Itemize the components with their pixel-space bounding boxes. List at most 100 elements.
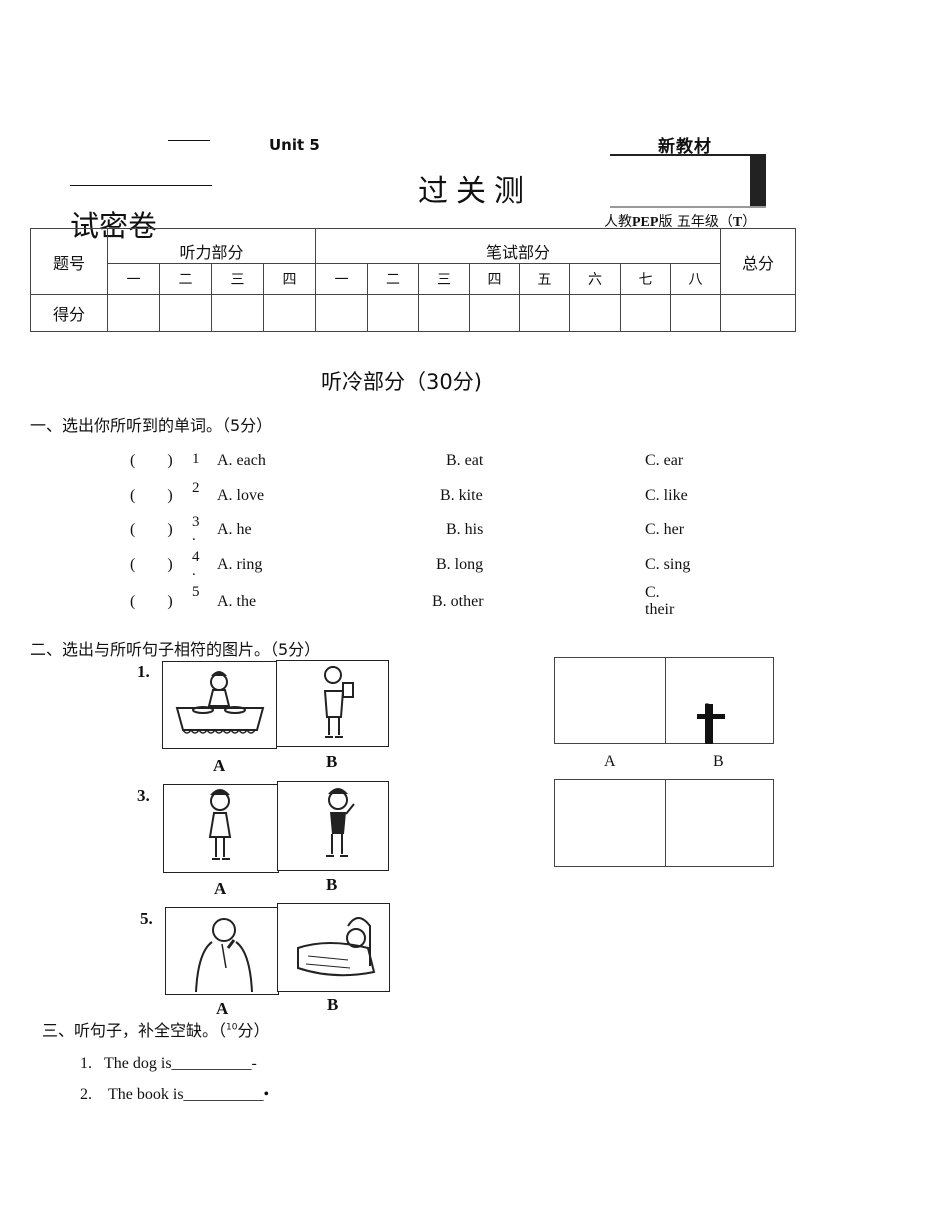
option-a: A. each bbox=[217, 452, 266, 469]
child-sleeping-icon bbox=[297, 917, 376, 977]
option-c: C. sing bbox=[645, 556, 691, 573]
question-row: ( ) 1 A. each B. eat C. ear bbox=[130, 452, 830, 474]
listening-col: 四 bbox=[263, 263, 316, 295]
picture-label-b: B bbox=[326, 875, 338, 894]
writing-col: 一 bbox=[315, 263, 368, 295]
picture-label-a: A bbox=[214, 879, 227, 898]
option-a: A. the bbox=[217, 593, 257, 610]
picture-option-a[interactable] bbox=[162, 661, 277, 749]
score-cell[interactable] bbox=[569, 294, 621, 332]
question-row: ( ) 2 A. love B. kite C. like bbox=[130, 481, 830, 509]
fill-blank-text: The book is__________• bbox=[108, 1086, 270, 1103]
score-cell[interactable] bbox=[263, 294, 316, 332]
picture-group-number: 5. bbox=[140, 909, 153, 928]
option-b: B. his bbox=[446, 521, 484, 538]
score-cell[interactable] bbox=[469, 294, 520, 332]
writing-col: 七 bbox=[620, 263, 671, 295]
picture-label-a: A bbox=[213, 756, 226, 775]
picture-box-divider bbox=[665, 658, 666, 743]
page-title: 过关测 bbox=[418, 174, 532, 209]
answer-paren[interactable]: ( ) bbox=[130, 521, 173, 538]
picture-label-right-a: A bbox=[604, 753, 616, 770]
badge-bottom bbox=[610, 206, 766, 208]
picture-option-b[interactable] bbox=[277, 903, 390, 992]
answer-paren[interactable]: ( ) bbox=[130, 556, 173, 573]
section2-title: 二、选出与所听句子相符的图片。（5分） bbox=[30, 640, 321, 659]
option-c: C. her bbox=[645, 521, 685, 538]
question-number: 4 . bbox=[192, 549, 200, 579]
option-b: B. long bbox=[436, 556, 484, 573]
listening-col: 一 bbox=[107, 263, 160, 295]
picture-label-a: A bbox=[216, 999, 229, 1018]
fill-blank-item[interactable]: 1. The dog is__________- bbox=[80, 1055, 257, 1073]
girl-standing-icon bbox=[208, 789, 232, 860]
listening-col: 三 bbox=[211, 263, 264, 295]
picture-group-number: 1. bbox=[137, 662, 150, 681]
score-cell[interactable] bbox=[519, 294, 570, 332]
score-table-listening-label: 听力部分 bbox=[107, 228, 316, 264]
option-a: A. ring bbox=[217, 556, 263, 573]
section3-title: 三、听句子，补全空缺。（10分） bbox=[42, 1021, 270, 1040]
score-cell[interactable] bbox=[315, 294, 368, 332]
picture-option-b[interactable] bbox=[277, 781, 389, 871]
picture-option-a[interactable] bbox=[163, 784, 279, 873]
score-table-score-label: 得分 bbox=[30, 294, 108, 332]
score-cell[interactable] bbox=[670, 294, 721, 332]
question-number: 3 . bbox=[192, 514, 200, 544]
picture-option-a[interactable] bbox=[165, 907, 279, 995]
section1-title: 一、选出你所听到的单词。（5分） bbox=[30, 416, 273, 435]
blank-line-top bbox=[168, 140, 210, 141]
writing-col: 四 bbox=[469, 263, 520, 295]
picture-label-b: B bbox=[327, 995, 339, 1014]
option-a: A. he bbox=[217, 521, 252, 538]
answer-paren[interactable]: ( ) bbox=[130, 452, 173, 469]
score-table-total-label: 总分 bbox=[720, 228, 796, 295]
writing-col: 三 bbox=[418, 263, 470, 295]
picture-option-b[interactable] bbox=[276, 660, 389, 747]
option-b: B. eat bbox=[446, 452, 484, 469]
fill-blank-number: 1. bbox=[80, 1055, 92, 1072]
picture-label-b: B bbox=[326, 752, 338, 771]
score-cell[interactable] bbox=[159, 294, 212, 332]
blank-line-name bbox=[70, 185, 212, 186]
question-row: ( ) 4 . A. ring B. long C. sing bbox=[130, 550, 830, 579]
score-cell-total[interactable] bbox=[720, 294, 796, 332]
question-number: 1 bbox=[192, 451, 200, 467]
question-row: ( ) 5 A. the B. other C. their bbox=[130, 584, 830, 618]
writing-col: 二 bbox=[367, 263, 419, 295]
girl-eating-icon bbox=[175, 671, 265, 734]
option-b: B. other bbox=[432, 593, 484, 610]
boy-drinking-icon bbox=[323, 666, 354, 738]
badge-bar bbox=[750, 154, 766, 206]
fill-blank-text: The dog is__________- bbox=[104, 1055, 257, 1072]
answer-paren[interactable]: ( ) bbox=[130, 593, 173, 610]
score-table-qnum-label: 题号 bbox=[30, 228, 108, 295]
score-cell[interactable] bbox=[107, 294, 160, 332]
listening-heading: 听冷部分（30分) bbox=[321, 370, 482, 394]
fill-blank-item[interactable]: 2. The book is__________• bbox=[80, 1086, 269, 1104]
writing-col: 八 bbox=[670, 263, 721, 295]
score-cell[interactable] bbox=[418, 294, 470, 332]
score-table-writing-label: 笔试部分 bbox=[315, 228, 721, 264]
score-table: 题号 听力部分 笔试部分 总分 一 二 三 四 一 二 三 四 五 六 七 八 … bbox=[30, 228, 796, 332]
answer-paren[interactable]: ( ) bbox=[130, 487, 173, 504]
boy-brushing-teeth-icon bbox=[326, 788, 355, 857]
option-b: B. kite bbox=[440, 487, 483, 504]
unit-label: Unit 5 bbox=[269, 136, 320, 154]
score-cell[interactable] bbox=[211, 294, 264, 332]
badge-frame bbox=[610, 154, 755, 156]
question-row: ( ) 3 . A. he B. his C. her bbox=[130, 515, 830, 544]
fill-blank-number: 2. bbox=[80, 1086, 92, 1103]
cross-icon bbox=[697, 703, 725, 744]
option-c: C. like bbox=[645, 487, 688, 504]
score-cell[interactable] bbox=[620, 294, 671, 332]
option-c: C. their bbox=[645, 584, 675, 618]
picture-label-right-b: B bbox=[713, 753, 724, 770]
new-textbook-badge: 新教材 bbox=[610, 130, 768, 210]
score-cell[interactable] bbox=[367, 294, 419, 332]
option-c: C. ear bbox=[645, 452, 684, 469]
question-number: 5 bbox=[192, 584, 200, 600]
option-a: A. love bbox=[217, 487, 265, 504]
writing-col: 五 bbox=[519, 263, 570, 295]
picture-group-number: 3. bbox=[137, 786, 150, 805]
